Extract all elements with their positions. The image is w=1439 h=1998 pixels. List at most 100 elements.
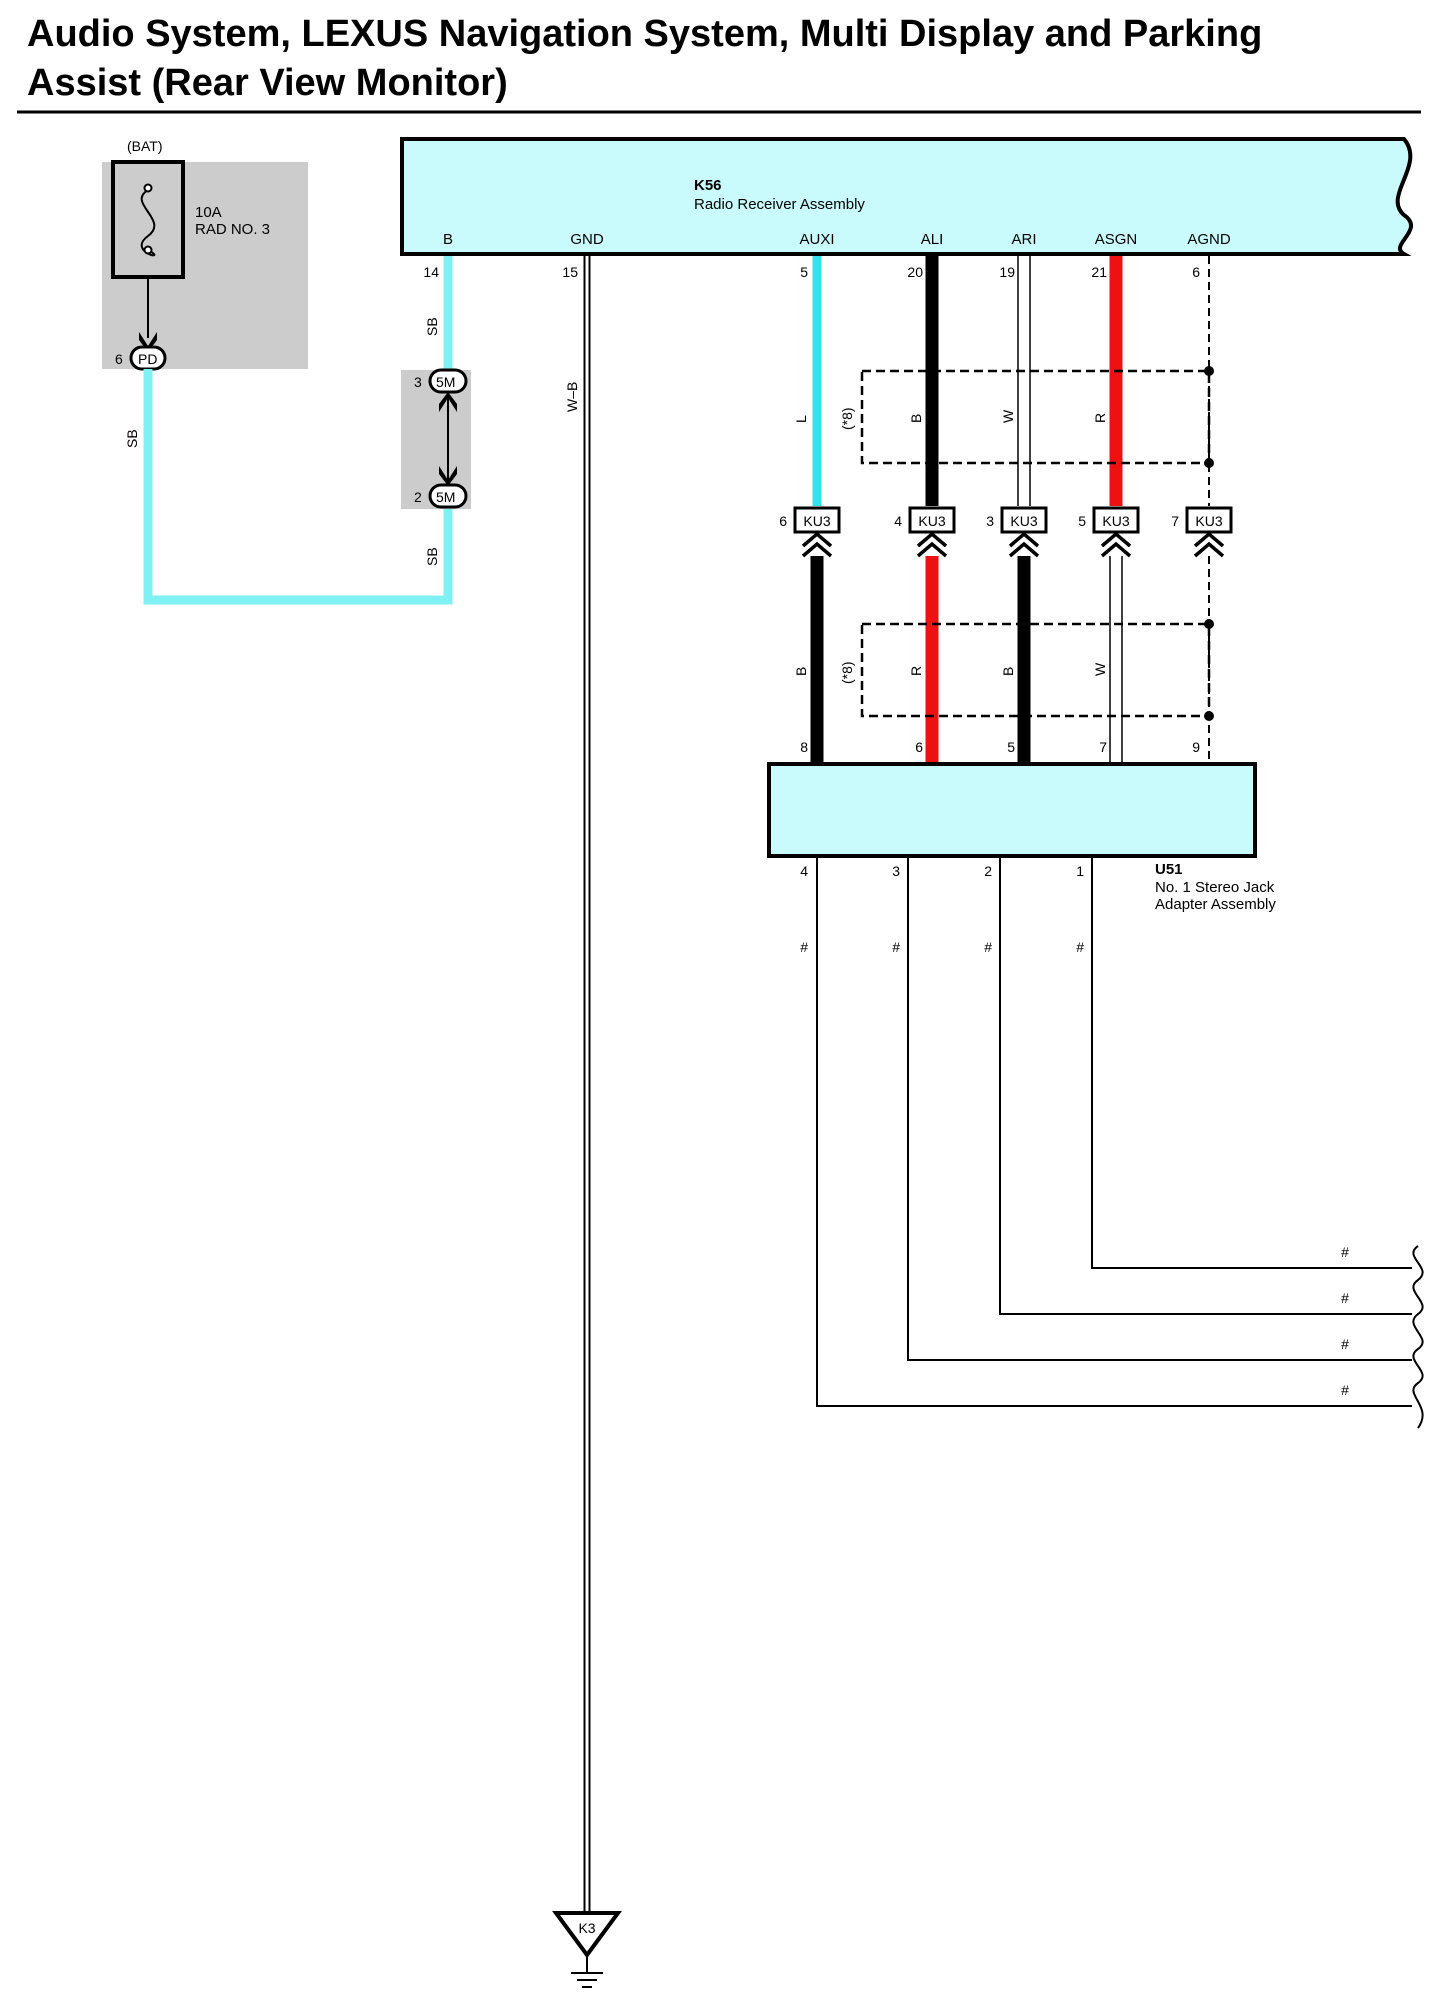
ku3-pin-label: 4 [894,513,902,529]
upper-shield-node-top [1204,366,1214,376]
fuse-source-label: (BAT) [127,138,163,154]
5m-arrow-down-icon [439,466,457,486]
upper-wire-color-asgn: R [1092,413,1108,423]
pin-agnd-6: 6 [1192,264,1200,280]
upper-shield-box [860,369,1211,465]
ku3-pin-label: 7 [1171,513,1179,529]
wire-mark-run-3: # [1341,1336,1349,1352]
wire-sb-fuse-to-receiver [143,369,453,605]
wire-mark-pin-2: # [984,939,992,955]
stereo-jack-top-pin-5: 5 [1007,739,1015,755]
output-wire-pin-1 [1091,858,1412,1269]
5m-connector-top-label: 5M [436,374,455,390]
wire-sb-label-left: SB [124,429,140,448]
output-wire-pin-4 [816,858,1412,1407]
upper-wire-color-ari: W [1000,409,1016,423]
pin-ari-19: 19 [999,264,1015,280]
pd-connector-label: PD [138,351,157,367]
ku3-pin-label: 6 [779,513,787,529]
terminal-label-agnd: AGND [1187,231,1231,248]
ku3-double-arrow-icon [1008,531,1040,558]
output-wire-pin-3 [907,858,1412,1361]
ku3-connector-pin-7: KU3 7 [1171,506,1233,558]
wire-mark-run-2: # [1341,1290,1349,1306]
terminal-label-ali: ALI [921,231,944,248]
terminal-label-asgn: ASGN [1095,231,1138,248]
ku3-connector-box [1092,506,1140,534]
fuse-rating-label: 10A [195,204,222,221]
lower-shield-node-top [1204,619,1214,629]
stereo-jack-name-line-1: No. 1 Stereo Jack [1155,879,1275,896]
fuse-box-background [102,162,308,369]
pin-ali-20: 20 [907,264,923,280]
continuation-break-icon [1412,1245,1424,1429]
wire-mark-run-4: # [1341,1382,1349,1398]
terminal-label-b: B [443,231,453,248]
ku3-pin-label: 5 [1078,513,1086,529]
stereo-jack-top-pin-9: 9 [1192,739,1200,755]
radio-receiver-body [400,137,1413,256]
upper-shield-node-bottom [1204,458,1214,468]
5m-pin-bottom-label: 2 [414,489,422,505]
stereo-jack-bottom-pin-3: 3 [892,863,900,879]
stereo-jack-bottom-pin-4: 4 [800,863,808,879]
lower-shield-node-bottom [1204,711,1214,721]
ku3-connector-label: KU3 [918,513,945,529]
lower-wire-color-6: R [908,666,924,676]
radio-receiver-assembly: K56 Radio Receiver Assembly B GND AUXI A… [400,137,1413,256]
ku3-connector-pin-4: KU3 4 [894,506,956,558]
pin-asgn-21: 21 [1091,264,1107,280]
terminal-label-gnd: GND [570,231,604,248]
junction-5m: 5M 3 5M 2 SB SB [401,256,471,566]
ku3-connector-box [1000,506,1048,534]
title-line-1: Audio System, LEXUS Navigation System, M… [27,13,1263,55]
ground-wire-color-label: W–B [564,382,580,412]
wire-mark-pin-1: # [1076,939,1084,955]
title-line-2: Assist (Rear View Monitor) [27,62,508,104]
wire-sb-label-upper: SB [424,317,440,336]
ku3-connector-pin-5: KU3 5 [1078,506,1140,558]
pin-b-14: 14 [423,264,439,280]
ku3-double-arrow-icon [1100,531,1132,558]
5m-connector-bottom-label: 5M [436,489,455,505]
fuse-block: (BAT) 10A RAD NO. 3 PD 6 [102,138,308,371]
stereo-jack-body [767,762,1257,858]
ku3-connector-box [908,506,956,534]
ku3-connector-pin-3: KU3 3 [986,506,1048,558]
radio-receiver-id: K56 [694,177,722,194]
ku3-connector-row: KU3 6 KU3 4 KU3 3 KU3 5 KU3 7 [779,506,1233,558]
wire-sb-label-lower: SB [424,547,440,566]
lower-wire-color-8: B [793,667,809,676]
terminal-label-auxi: AUXI [799,231,834,248]
output-wire-pin-2 [999,858,1412,1315]
lower-shield-note: (*8) [839,661,855,684]
ku3-pin-label: 3 [986,513,994,529]
wire-mark-pin-3: # [892,939,900,955]
stereo-jack-top-pin-7: 7 [1099,739,1107,755]
upper-wire-color-auxi: L [793,415,809,423]
ku3-double-arrow-icon [916,531,948,558]
ku3-connector-label: KU3 [1195,513,1222,529]
lower-wire-color-5: B [1000,667,1016,676]
lower-wire-color-7: W [1092,662,1108,676]
page-title: Audio System, LEXUS Navigation System, M… [27,10,1407,108]
5m-arrow-up-icon [439,392,457,412]
ku3-connector-label: KU3 [1010,513,1037,529]
fuse-terminal-dot-top [143,183,153,193]
upper-wire-color-ali: B [908,414,924,423]
ku3-connector-label: KU3 [803,513,830,529]
stereo-jack-id: U51 [1155,861,1183,878]
ku3-connector-label: KU3 [1102,513,1129,529]
wire-mark-pin-4: # [800,939,808,955]
fuse-name-label: RAD NO. 3 [195,221,270,238]
stereo-jack-adapter-assembly: 8 6 5 7 9 4 3 2 1 U51 No. 1 Stereo Jack … [767,739,1276,913]
5m-pin-top-label: 3 [414,374,422,390]
stereo-jack-top-pin-8: 8 [800,739,808,755]
5m-connector-bottom [428,483,468,509]
ground-point-symbol [552,1911,622,1959]
stereo-jack-top-pin-6: 6 [915,739,923,755]
terminal-label-ari: ARI [1011,231,1036,248]
ku3-connector-pin-6: KU3 6 [779,506,841,558]
ground-point-label: K3 [578,1920,595,1936]
